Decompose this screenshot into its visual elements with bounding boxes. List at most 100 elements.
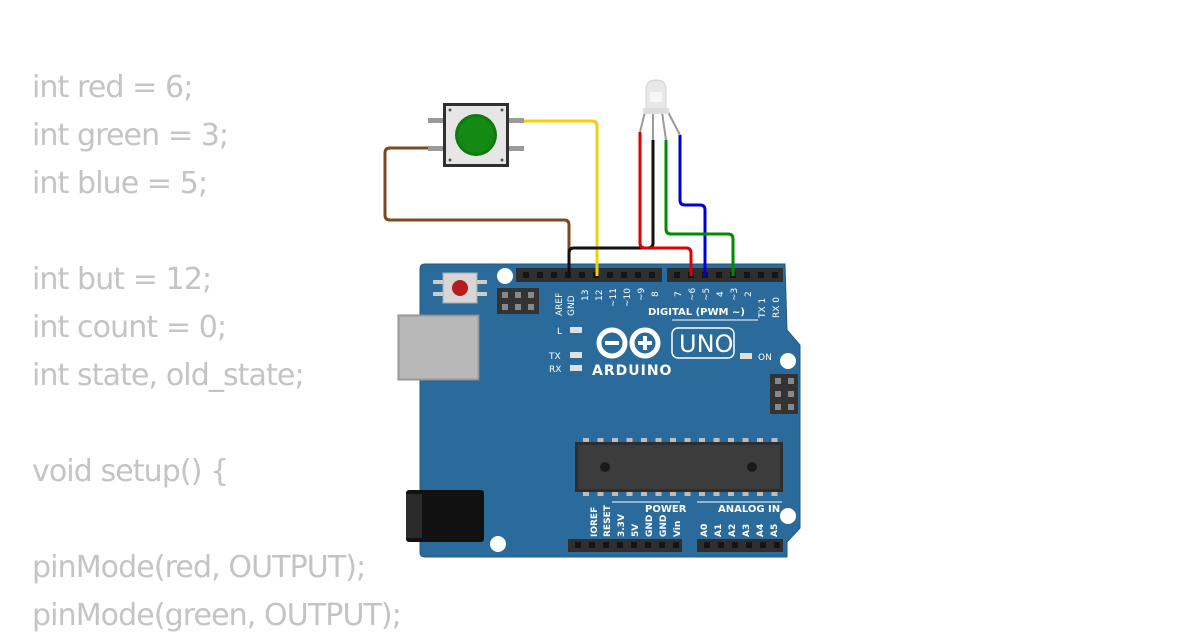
header-pin-hole[interactable] bbox=[589, 542, 595, 548]
arduino-logo: ARDUINO UNO bbox=[592, 327, 735, 379]
reset-button-cap[interactable] bbox=[452, 280, 468, 296]
wire-button-to-pin12[interactable] bbox=[522, 119, 599, 276]
header-pin-hole[interactable] bbox=[732, 542, 738, 548]
header-pin-hole[interactable] bbox=[575, 542, 581, 548]
code-line: int blue = 5; bbox=[32, 166, 208, 201]
rgb-led-rim bbox=[643, 108, 669, 114]
pin-label: A2 bbox=[728, 524, 738, 537]
header-pin-hole[interactable] bbox=[537, 272, 543, 278]
led-l-label: L bbox=[557, 327, 562, 337]
push-button[interactable] bbox=[428, 103, 524, 167]
pin-label: 2 bbox=[744, 291, 754, 297]
pin-label: ~3 bbox=[730, 288, 740, 301]
chip-pin bbox=[641, 492, 647, 496]
header-pin-hole[interactable] bbox=[617, 542, 623, 548]
reset-button-leg bbox=[477, 292, 487, 296]
led-rx bbox=[570, 365, 582, 371]
led-rx-label: RX bbox=[549, 365, 561, 375]
header-pin-hole[interactable] bbox=[631, 542, 637, 548]
chip-pin bbox=[742, 438, 749, 442]
chip-pin bbox=[728, 438, 734, 442]
pin-label: 5V bbox=[631, 524, 641, 537]
chip-pin bbox=[641, 438, 647, 442]
header-pin-hole[interactable] bbox=[603, 542, 609, 548]
circuit-diagram: AREF GND 13 12 ~11 ~10 ~9 8 7 ~6 ~5 4 ~3… bbox=[383, 79, 801, 558]
header-pin-hole[interactable] bbox=[774, 542, 780, 548]
chip-pin bbox=[655, 438, 662, 442]
wire-button-to-gnd[interactable] bbox=[383, 146, 571, 276]
mounting-hole bbox=[497, 268, 513, 284]
header-pin-hole[interactable] bbox=[673, 542, 679, 548]
power-label: POWER bbox=[645, 504, 687, 515]
rgb-led[interactable] bbox=[639, 79, 681, 141]
code-line: int but = 12; bbox=[32, 262, 212, 297]
chip-pin bbox=[583, 438, 589, 442]
pin-label: ~6 bbox=[688, 287, 698, 301]
analog-header bbox=[697, 539, 783, 552]
code-line: int state, old_state; bbox=[32, 358, 305, 393]
header-pin-hole[interactable] bbox=[674, 272, 680, 278]
chip-pin bbox=[626, 492, 633, 496]
chip-pin bbox=[699, 438, 705, 442]
header-pin-hole[interactable] bbox=[645, 542, 651, 548]
pin-label: RESET bbox=[603, 504, 613, 537]
chip-pin bbox=[771, 492, 778, 496]
chip-pin bbox=[757, 492, 763, 496]
code-line: int red = 6; bbox=[32, 70, 193, 105]
header-pin-hole[interactable] bbox=[659, 542, 665, 548]
mounting-hole bbox=[780, 353, 796, 369]
header-pin-hole[interactable] bbox=[649, 272, 655, 278]
pin-label: IOREF bbox=[590, 507, 600, 537]
chip-pin bbox=[626, 438, 633, 442]
header-pin-hole[interactable] bbox=[760, 542, 766, 548]
wire-led-blue[interactable] bbox=[678, 135, 707, 276]
wire-led-common-gnd[interactable] bbox=[567, 140, 655, 276]
header-pin-hole[interactable] bbox=[716, 272, 722, 278]
onboard-leds: L TX RX ON bbox=[548, 327, 772, 375]
code-line: pinMode(red, OUTPUT); bbox=[32, 550, 366, 585]
digital-header-right bbox=[667, 268, 783, 282]
pin-label: ~10 bbox=[623, 288, 633, 307]
pin-label: 13 bbox=[581, 290, 591, 301]
pin-label: RX 0 bbox=[772, 297, 782, 318]
header-pin-hole[interactable] bbox=[635, 272, 641, 278]
header-pin-hole[interactable] bbox=[523, 272, 529, 278]
bottom-pin-labels: IOREF RESET 3.3V 5V GND GND Vin A0 A1 A2… bbox=[590, 504, 780, 537]
chip-pin bbox=[597, 438, 604, 442]
code-line: void setup() { bbox=[32, 454, 229, 489]
header-pin-hole[interactable] bbox=[704, 542, 710, 548]
header-pin-hole[interactable] bbox=[758, 272, 764, 278]
header-pin-hole[interactable] bbox=[772, 272, 778, 278]
header-pin-hole[interactable] bbox=[718, 542, 724, 548]
code-line: int green = 3; bbox=[32, 118, 229, 153]
header-pin-hole[interactable] bbox=[621, 272, 627, 278]
header-pin-hole[interactable] bbox=[579, 272, 585, 278]
wire-led-red[interactable] bbox=[638, 132, 693, 276]
top-pin-labels: AREF GND 13 12 ~11 ~10 ~9 8 7 ~6 ~5 4 ~3… bbox=[555, 287, 782, 319]
header-pin-hole[interactable] bbox=[744, 272, 750, 278]
mounting-hole bbox=[780, 508, 796, 524]
chip-pin bbox=[612, 492, 618, 496]
wire-led-green[interactable] bbox=[664, 140, 735, 276]
chip-pin bbox=[684, 492, 691, 496]
pin-label: GND bbox=[659, 515, 669, 537]
power-jack-face bbox=[406, 494, 422, 538]
header-pin-hole[interactable] bbox=[607, 272, 613, 278]
pin-label: A0 bbox=[700, 524, 710, 537]
header-pin-hole[interactable] bbox=[551, 272, 557, 278]
rgb-led-legs bbox=[639, 111, 681, 141]
push-button-leg bbox=[508, 146, 524, 151]
code-listing: int red = 6; int green = 3; int blue = 5… bbox=[32, 68, 402, 644]
pin-label: 4 bbox=[716, 291, 726, 297]
header-pin-hole[interactable] bbox=[746, 542, 752, 548]
model-name: UNO bbox=[679, 330, 733, 358]
pin-label: GND bbox=[567, 295, 577, 316]
reset-button-leg bbox=[433, 280, 443, 284]
brand-name: ARDUINO bbox=[592, 363, 672, 379]
chip-pin bbox=[612, 438, 618, 442]
chip-pin bbox=[742, 492, 749, 496]
chip-pin bbox=[713, 438, 720, 442]
arduino-uno-board[interactable]: AREF GND 13 12 ~11 ~10 ~9 8 7 ~6 ~5 4 ~3… bbox=[397, 263, 801, 558]
push-button-leg bbox=[428, 118, 444, 123]
code-line: int count = 0; bbox=[32, 310, 227, 345]
